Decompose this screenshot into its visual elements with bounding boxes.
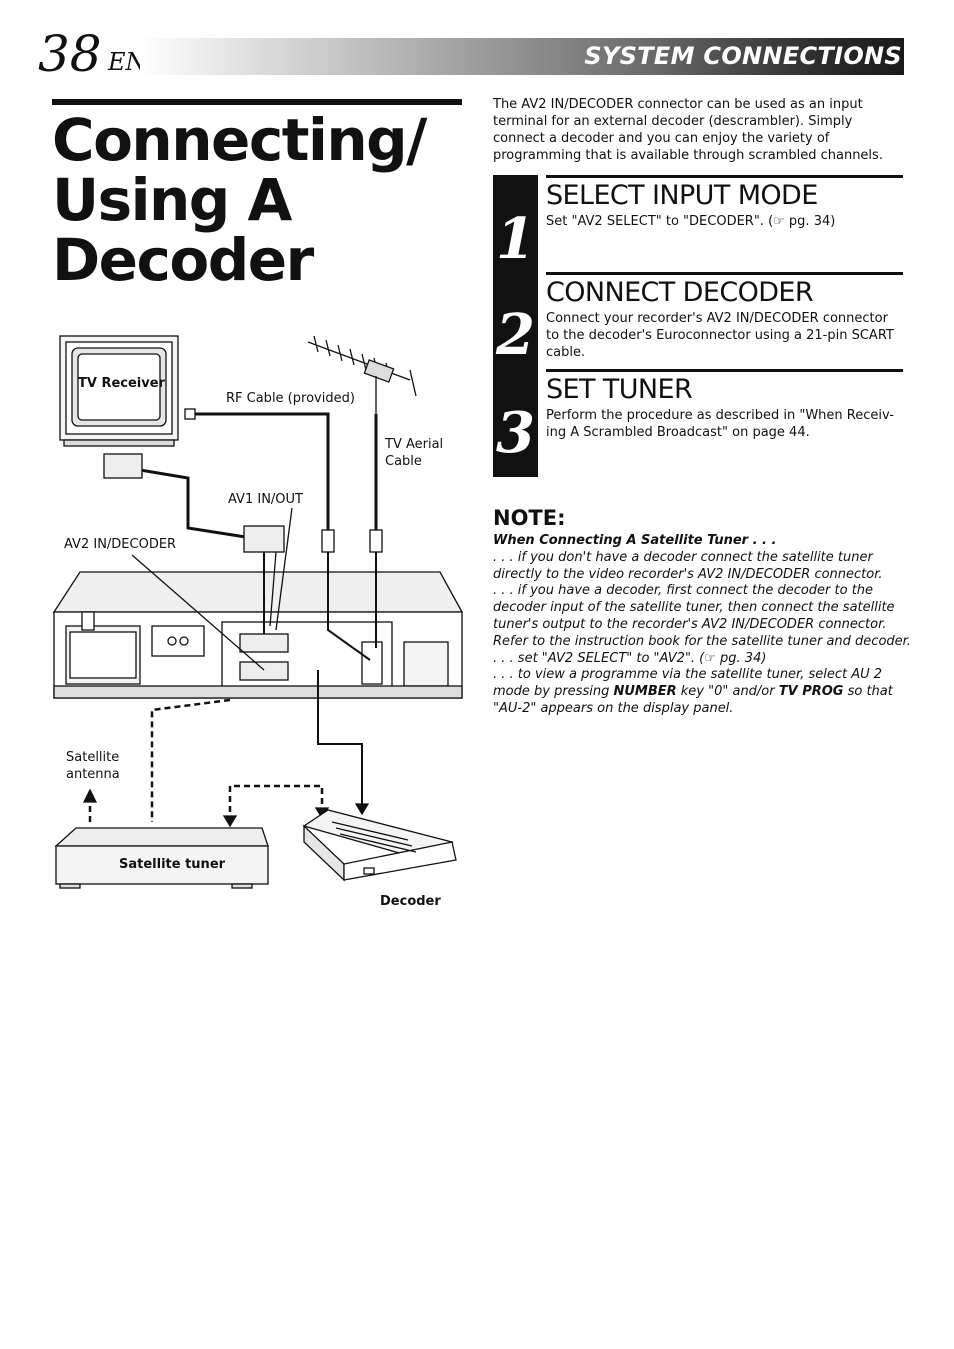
rf-cable <box>192 412 330 530</box>
step-2-heading: CONNECT DECODER <box>546 277 814 308</box>
av1-label: AV1 IN/OUT <box>228 492 303 507</box>
title-rule <box>52 99 462 105</box>
av1-scart-cable <box>139 468 253 540</box>
step-3: SET TUNER Perform the procedure as descr… <box>546 369 903 441</box>
satellite-tuner-label: Satellite tuner <box>119 857 226 872</box>
av2-label: AV2 IN/DECODER <box>64 537 177 552</box>
step-1-number: 1 <box>496 206 535 272</box>
decoder-label: Decoder <box>380 894 441 909</box>
tv-receiver-label: TV Receiver <box>78 376 165 391</box>
step-1-heading: SELECT INPUT MODE <box>546 180 818 211</box>
step-2: CONNECT DECODER Connect your recorder's … <box>546 272 903 361</box>
tv-aerial-icon <box>307 335 417 414</box>
step-number-bar <box>493 175 538 477</box>
number-key-label: NUMBER <box>613 684 677 700</box>
page-number: 38 <box>38 25 102 83</box>
satellite-antenna-label-line2: antenna <box>66 767 120 782</box>
connection-diagram-drawing <box>52 335 464 889</box>
note-item-2: . . . if you have a decoder, first conne… <box>493 583 911 649</box>
header-bar <box>140 38 904 75</box>
steps-panel: 1 2 3 SELECT INPUT MODE Set "AV2 SELECT"… <box>493 175 903 477</box>
title-line-1: Connecting/ <box>52 106 427 174</box>
title-line-2: Using A <box>52 166 292 234</box>
note-body: When Connecting A Satellite Tuner . . . … <box>493 533 911 718</box>
step-1-text: Set "AV2 SELECT" to "DECODER". (☞ pg. 34… <box>546 214 836 229</box>
tv-receiver-icon <box>59 335 179 447</box>
section-title: SYSTEM CONNECTIONS <box>584 42 902 70</box>
title-line-3: Decoder <box>52 226 314 294</box>
tv-prog-key-label: TV PROG <box>778 684 844 700</box>
step-2-text: Connect your recorder's AV2 IN/DECODER c… <box>546 311 894 360</box>
satellite-antenna-label-line1: Satellite <box>66 750 120 765</box>
satellite-tuner-icon <box>54 827 269 889</box>
note-title: NOTE: <box>493 506 566 530</box>
note-item-4: . . . to view a programme via the satell… <box>493 667 893 716</box>
step-3-heading: SET TUNER <box>546 374 693 405</box>
decoder-icon <box>302 809 457 882</box>
video-recorder-icon <box>52 571 464 699</box>
note-subtitle: When Connecting A Satellite Tuner . . . <box>493 533 777 548</box>
page-title: Connecting/ Using A Decoder <box>52 110 472 290</box>
connection-diagram: TV Receiver RF Cable (provided) TV Aeria… <box>40 330 480 920</box>
tv-aerial-label-line2: Cable <box>385 454 422 469</box>
tv-aerial-label-line1: TV Aerial <box>385 437 444 452</box>
note-item-1: . . . if you don't have a decoder connec… <box>493 549 883 582</box>
step-2-number: 2 <box>496 302 535 368</box>
intro-paragraph: The AV2 IN/DECODER connector can be used… <box>493 97 883 163</box>
step-3-text: Perform the procedure as described in "W… <box>546 408 895 440</box>
note-item-3: . . . set "AV2 SELECT" to "AV2". (☞ pg. … <box>493 650 767 666</box>
step-1: SELECT INPUT MODE Set "AV2 SELECT" to "D… <box>546 175 903 230</box>
av2-scart-cable <box>317 670 363 808</box>
rf-cable-label: RF Cable (provided) <box>226 391 355 406</box>
step-3-number: 3 <box>496 400 535 466</box>
